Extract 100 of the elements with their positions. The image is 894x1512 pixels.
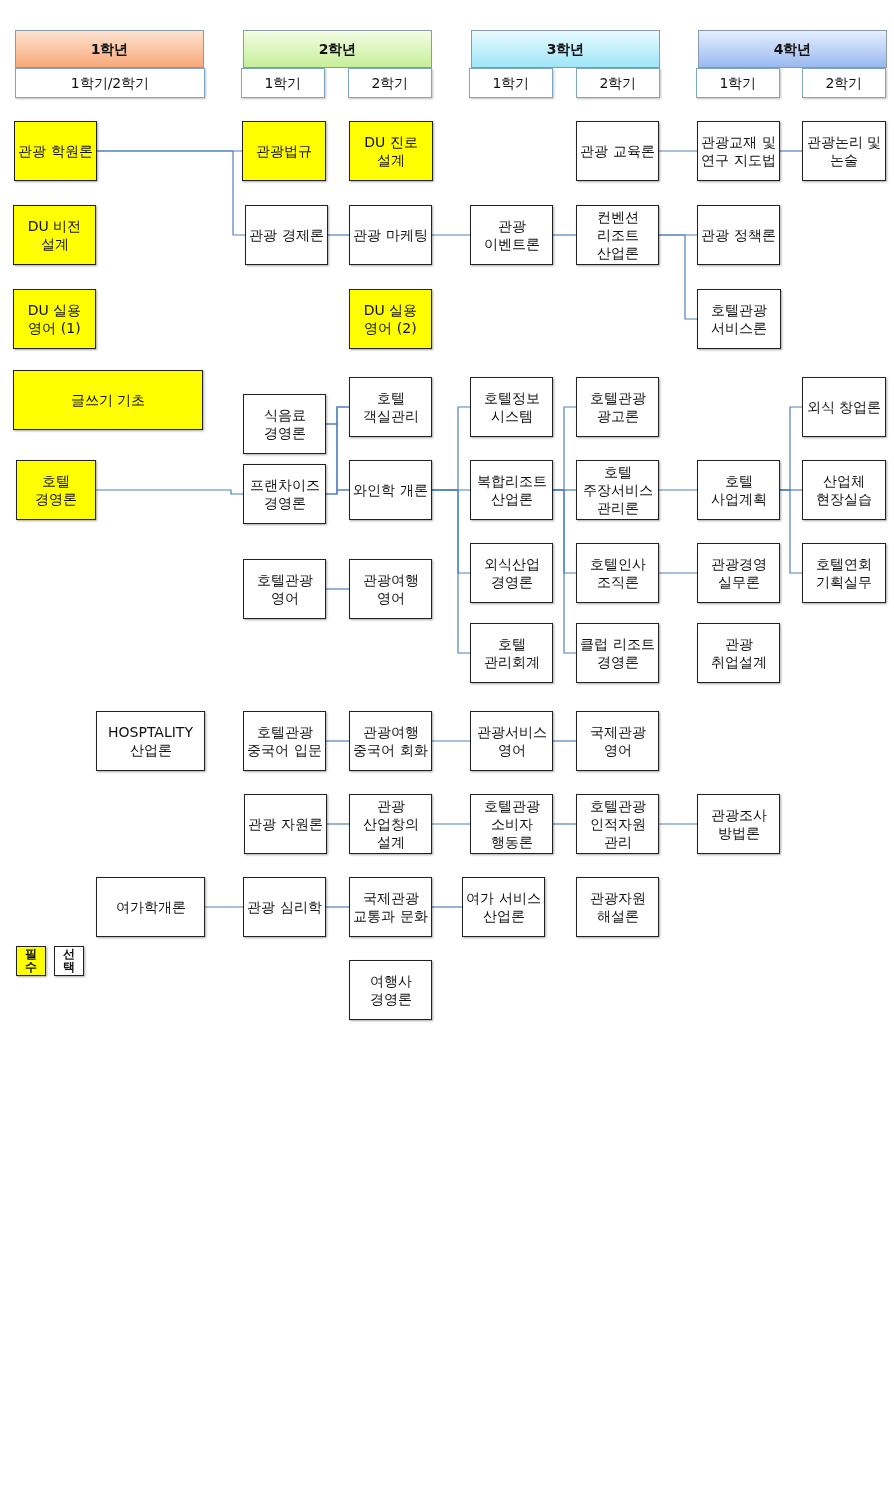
course-box (576, 877, 659, 937)
course-box (349, 960, 432, 1020)
course-box (697, 460, 780, 520)
course-box (697, 794, 780, 854)
course-box (96, 877, 205, 937)
connector-line (658, 572, 698, 574)
course-name: 호텔관광 영어 (255, 571, 314, 607)
course-box (13, 289, 96, 349)
course-name: 호텔 관리회계 (482, 635, 541, 671)
connector-line (431, 234, 471, 236)
connector-line (552, 823, 577, 825)
course-name: 관광교재 및 연구 지도법 (700, 133, 777, 169)
course-box (96, 711, 205, 771)
course-name: 국제관광 영어 (588, 723, 647, 759)
course-box (576, 623, 659, 683)
year-header (15, 30, 204, 68)
course-name: 국제관광 교통과 문화 (352, 889, 429, 925)
course-name: 산업체 현장실습 (815, 472, 873, 508)
course-box (802, 121, 886, 181)
course-name: 식음료 경영론 (262, 406, 307, 442)
course-box (349, 877, 432, 937)
course-name: 관광자원 해설론 (588, 889, 647, 925)
course-name: DU 실용 영어 (2) (362, 301, 419, 337)
course-name: 호텔연회 기획실무 (815, 555, 873, 591)
course-box (349, 377, 432, 437)
legend-key: 필수 (16, 946, 46, 976)
course-name: 관광 정책론 (700, 226, 777, 244)
course-box (16, 460, 96, 520)
course-name: 여가 서비스 산업론 (465, 889, 542, 925)
course-box (576, 543, 659, 603)
course-name: 관광경영 실무론 (709, 555, 768, 591)
connector-line (431, 489, 471, 654)
course-box (349, 794, 432, 854)
course-box (802, 460, 886, 520)
connector-line (431, 740, 471, 742)
connector-line (95, 489, 244, 495)
course-name: 여행사 경영론 (368, 972, 413, 1008)
course-box (470, 794, 553, 854)
connector-line (552, 489, 577, 654)
course-name: 관광 마케팅 (352, 226, 429, 244)
course-box (470, 623, 553, 683)
course-name: 호텔인사 조직론 (588, 555, 647, 591)
course-name: 관광법규 (255, 142, 313, 160)
connector-line (431, 823, 471, 825)
semester-box (241, 68, 325, 98)
connector-line (325, 740, 350, 742)
course-box (697, 205, 780, 265)
year-header (243, 30, 432, 68)
course-box (349, 289, 432, 349)
course-box (243, 464, 326, 524)
year-header (471, 30, 660, 68)
course-name: 관광 학원론 (17, 142, 94, 160)
course-name: 호텔관광 광고론 (588, 389, 647, 425)
course-name: 관광 교육론 (579, 142, 656, 160)
course-box (576, 711, 659, 771)
course-box (349, 460, 432, 520)
connector-line (552, 740, 577, 742)
semester-label: 2학기 (824, 74, 864, 92)
semester-box (802, 68, 886, 98)
course-name: 여가학개론 (114, 898, 187, 916)
semester-box (15, 68, 205, 98)
course-name: 외식산업 경영론 (482, 555, 541, 591)
course-name: 관광여행 영어 (361, 571, 420, 607)
connector-line (779, 489, 803, 574)
connector-line (431, 906, 463, 908)
course-box (697, 121, 780, 181)
course-name: 와인학 개론 (352, 481, 429, 499)
course-name: 관광 심리학 (246, 898, 323, 916)
course-box (697, 543, 780, 603)
course-box (245, 205, 328, 265)
connector-line (325, 588, 350, 590)
semester-label: 2학기 (370, 74, 410, 92)
connector-line (325, 906, 350, 908)
course-box (349, 121, 433, 181)
connector-line (552, 234, 577, 236)
course-box (13, 370, 203, 430)
course-name: 글쓰기 기초 (69, 391, 147, 409)
course-name: 외식 창업론 (805, 398, 883, 416)
course-box (576, 121, 659, 181)
course-name: 호텔관광 소비자 행동론 (482, 797, 541, 851)
course-name: 관광여행 중국어 회화 (352, 723, 429, 759)
semester-box (696, 68, 780, 98)
semester-label: 1학기 (263, 74, 303, 92)
connector-line (779, 150, 803, 152)
course-name: 호텔관광 중국어 입문 (246, 723, 323, 759)
year-label: 3학년 (545, 40, 586, 58)
connector-line (204, 906, 244, 908)
course-name: 호텔 경영론 (34, 472, 78, 508)
year-label: 1학년 (89, 40, 130, 58)
course-box (462, 877, 545, 937)
course-name: 관광논리 및 논술 (805, 133, 883, 169)
course-name: 호텔 객실관리 (361, 389, 420, 425)
course-box (470, 711, 553, 771)
course-name: 복합리조트산업론 (475, 472, 548, 508)
connector-line (658, 150, 698, 152)
course-box (349, 711, 432, 771)
course-box (697, 623, 780, 683)
course-name: HOSPTALITY 산업론 (107, 723, 194, 759)
year-label: 4학년 (772, 40, 813, 58)
semester-box (469, 68, 553, 98)
